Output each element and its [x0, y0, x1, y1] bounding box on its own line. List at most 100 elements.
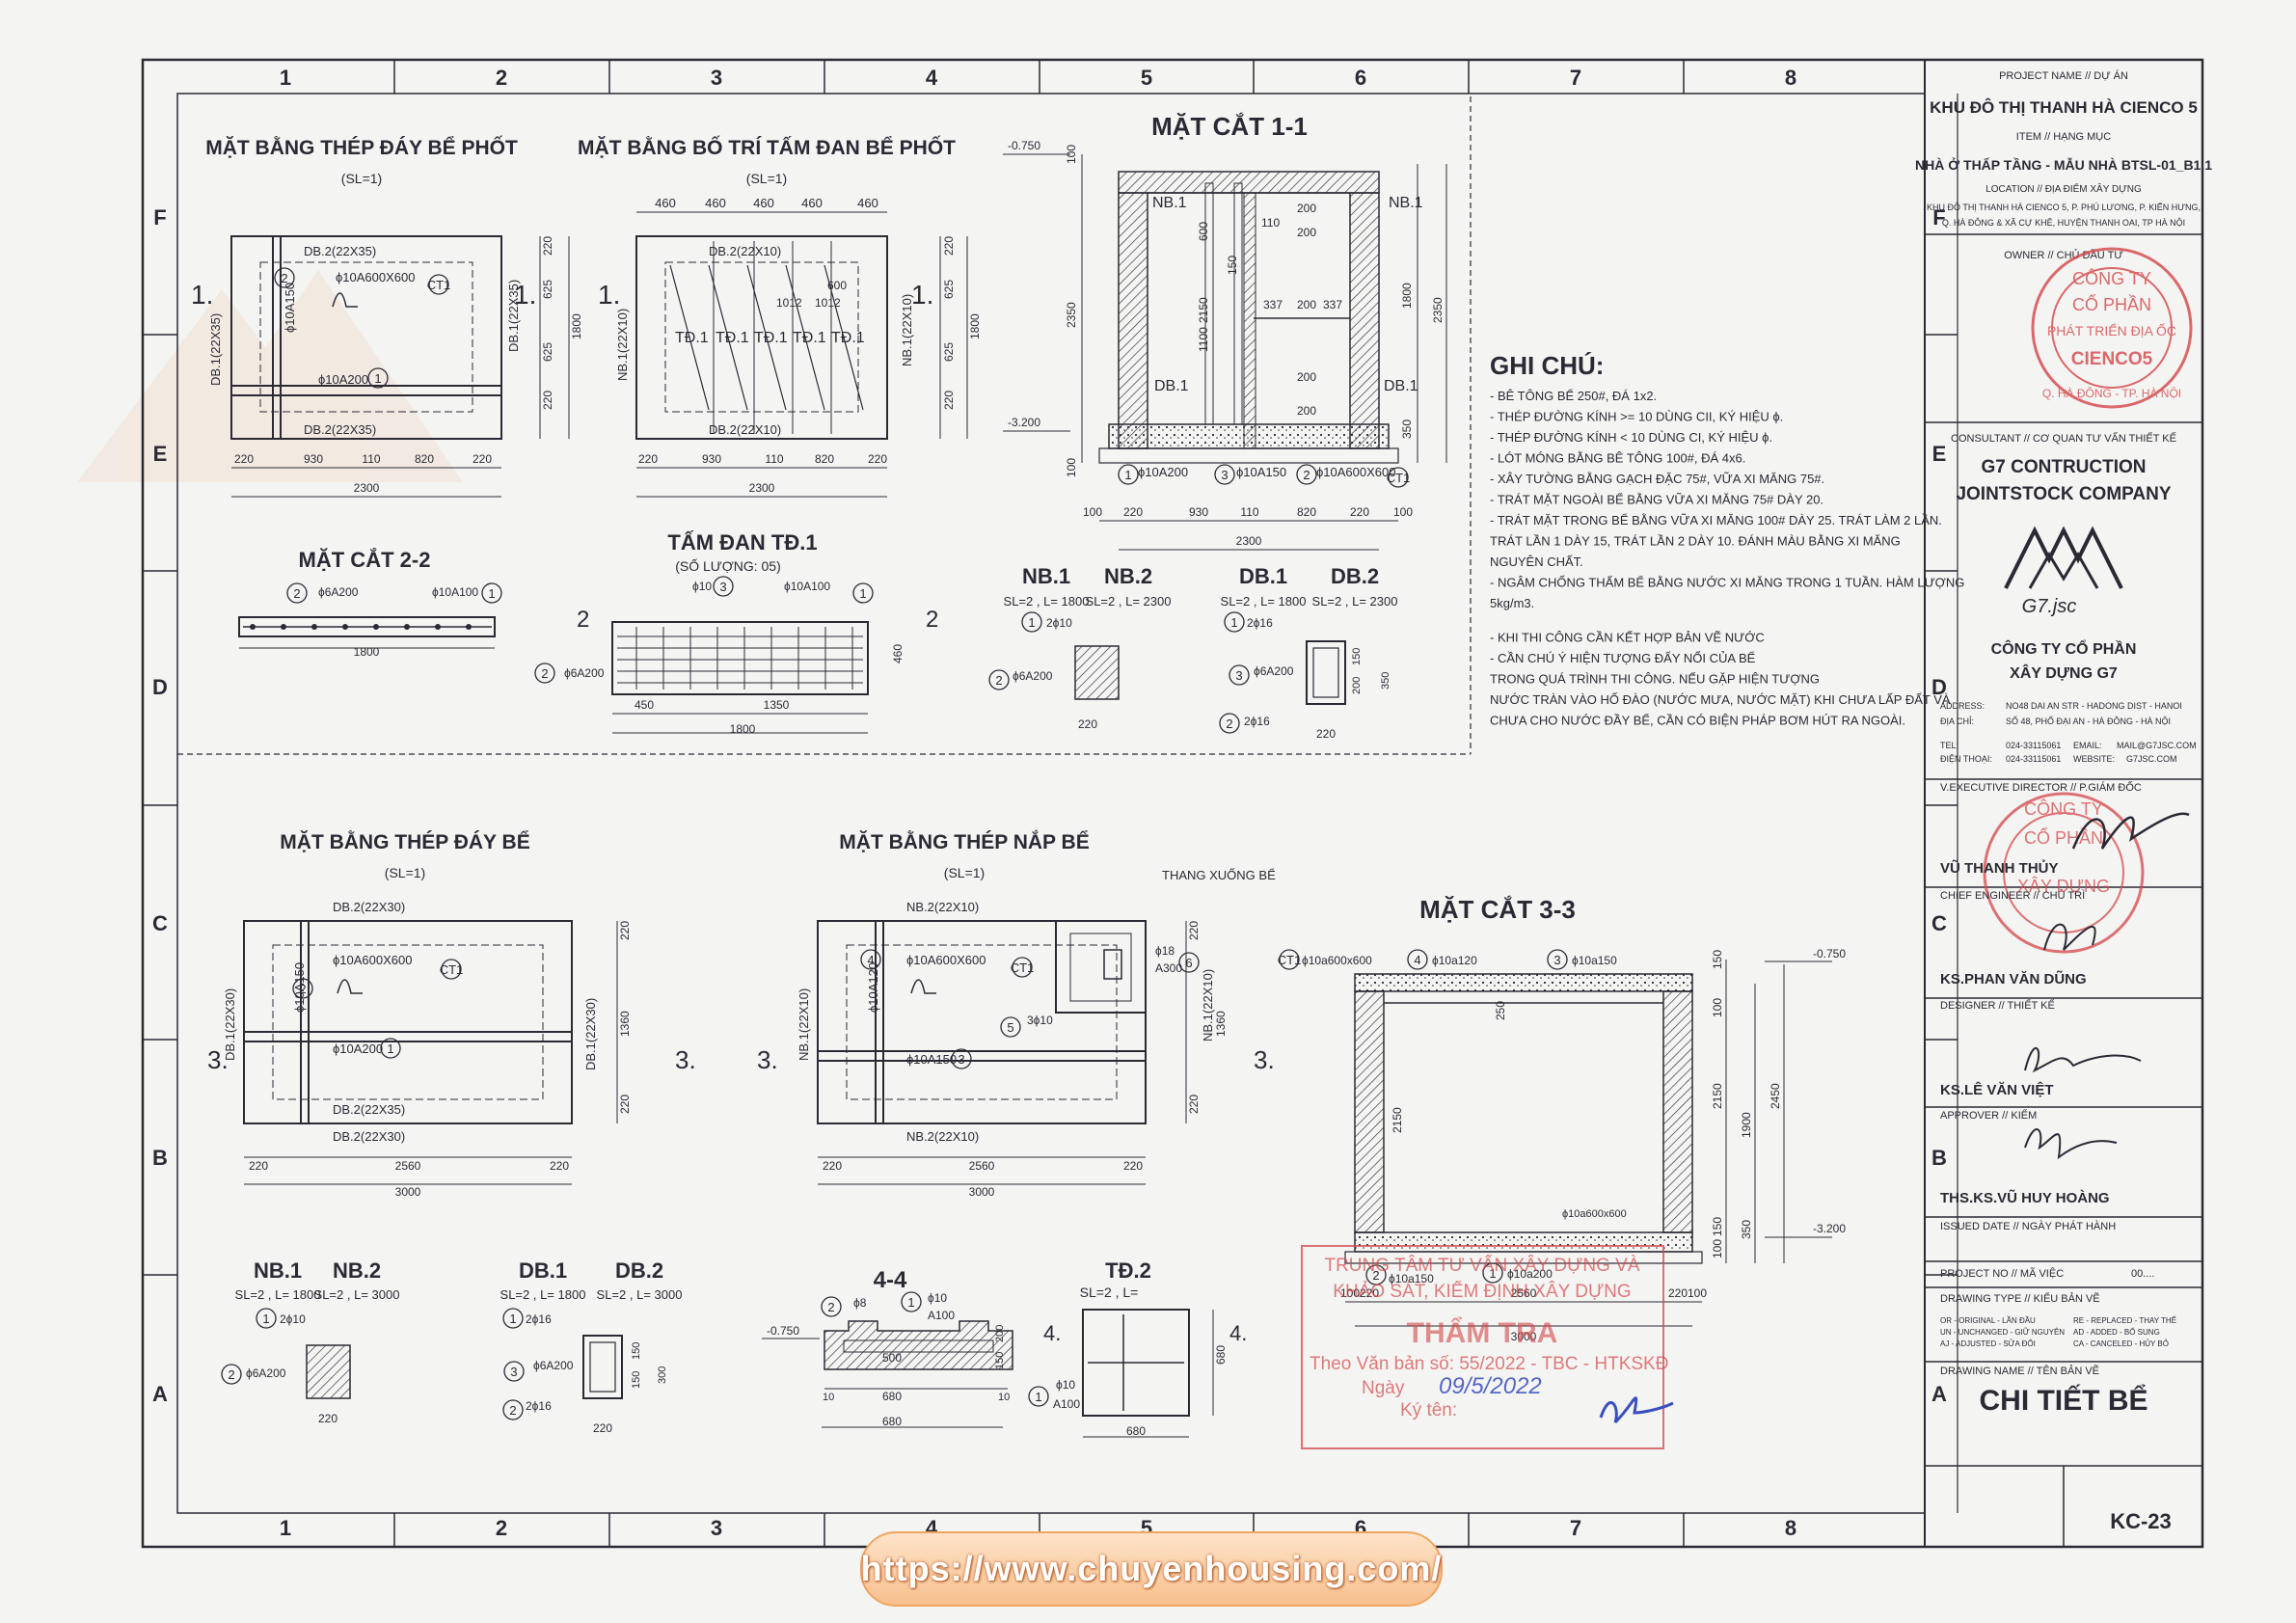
sheet-frame — [141, 58, 2204, 1549]
grid-row-right: A — [1931, 1382, 1947, 1406]
plan3-label: DB.2(22X30) — [333, 900, 405, 914]
s11-label: 200 — [1297, 404, 1316, 418]
s33-dim: 100 — [1688, 1286, 1707, 1300]
s44-dim: 10 — [823, 1392, 834, 1403]
bubble — [286, 582, 308, 604]
section22-title: MẶT CẮT 2-2 — [299, 548, 431, 572]
dtype-code: AD - ADDED - BỔ SUNG — [2073, 1328, 2160, 1337]
grid-row-left: A — [152, 1382, 168, 1406]
s33-dim: 220 — [1360, 1286, 1379, 1300]
note-line: - TRÁT MẶT TRONG BỂ BẰNG VỮA XI MĂNG 100… — [1490, 513, 1942, 527]
s33-dim: 150 — [1711, 1217, 1724, 1236]
stamp-signature — [1599, 1396, 1674, 1424]
director-signature — [2071, 812, 2190, 850]
plan2-label: 600 — [827, 279, 847, 292]
plan2-label: 1012 — [776, 296, 802, 310]
plan2-dim: 1800 — [968, 313, 982, 339]
rebar-mark: 3 — [510, 1365, 517, 1379]
plan3-label: DB.2(22X35) — [333, 1102, 405, 1117]
beam-dim: 200 — [1351, 677, 1363, 694]
top-zone-border — [177, 96, 1472, 755]
beam-label: 2ϕ10 — [1046, 616, 1072, 630]
section-cut: 4. — [1229, 1321, 1247, 1345]
rebar-mark: CT1 — [1278, 953, 1302, 967]
stamp-sign-label: Ký tên: — [1400, 1400, 1457, 1420]
plan4-label: NB.2(22X10) — [906, 1129, 979, 1144]
s33-dim: 100 — [1711, 1239, 1724, 1258]
plan2-dim: 460 — [655, 196, 676, 210]
s33-dim: 220 — [1668, 1286, 1688, 1300]
plan1-title: MẶT BẰNG THÉP ĐÁY BỂ PHỐT — [205, 136, 518, 159]
tb-web-label: WEBSITE: — [2073, 754, 2115, 764]
bottom-beam-sections: NB.1SL=2 , L= 1800 NB.2SL=2 , L= 3000 DB.1… — [221, 1258, 683, 1435]
grid-col-bottom: 8 — [1785, 1516, 1796, 1540]
grid-col-top: 3 — [711, 66, 722, 90]
plan3-label: DB.1(22X30) — [223, 988, 237, 1061]
url-watermark-text[interactable]: https://www.chuyenhousing.com/ — [860, 1549, 1443, 1588]
note-line: CHƯA CHO NƯỚC ĐẦY BỂ, CẦN CÓ BIỆN PHÁP B… — [1490, 714, 1905, 728]
grid-row-right: B — [1931, 1146, 1947, 1170]
beam-label: ϕ6A200 — [1013, 669, 1053, 683]
bubble — [367, 367, 389, 389]
plan4-label: ϕ10A120 — [866, 962, 880, 1013]
td2-title: TĐ.2 — [1105, 1258, 1151, 1283]
s11-label: 337 — [1263, 298, 1283, 311]
bubble — [821, 1296, 842, 1317]
s33-label: 250 — [1494, 1001, 1507, 1020]
plan-steel-bottom: MẶT BẰNG THÉP ĐÁY BỂ (SL=1) DB.2(22X30)D… — [207, 830, 696, 1199]
plan3-dim: 220 — [249, 1159, 268, 1173]
beam-label: 2ϕ16 — [1247, 616, 1273, 630]
plan1-scale: (SL=1) — [341, 171, 382, 186]
rebar-mark: 5 — [1007, 1020, 1013, 1035]
s11-label: DB.1 — [1384, 378, 1418, 394]
s11-label: 150 — [1226, 256, 1239, 275]
slab-mark: TĐ.1 — [675, 330, 709, 346]
plan2-dim: 220 — [638, 452, 658, 466]
plan2-dim: 220 — [868, 452, 887, 466]
tb-issued-label: ISSUED DATE // NGÀY PHÁT HÀNH — [1940, 1220, 2116, 1232]
beam-spec: SL=2 , L= 1800 — [235, 1287, 321, 1302]
slab-dim: 1350 — [764, 698, 790, 712]
plan3-dim: 1360 — [618, 1011, 632, 1037]
grid-row-right: C — [1931, 911, 1947, 935]
grid-col-top: 5 — [1141, 66, 1152, 90]
beam-name: DB.1 — [519, 1258, 567, 1283]
beam-name: NB.1 — [254, 1258, 302, 1283]
bubble — [1229, 664, 1250, 686]
s44-dim: 10 — [998, 1392, 1010, 1403]
grid-col-bottom: 7 — [1570, 1516, 1581, 1540]
plan-steel-septic-bottom: MẶT BẰNG THÉP ĐÁY BỂ PHỐT (SL=1) DB.2(22… — [191, 136, 583, 498]
plan2-dim: 460 — [801, 196, 823, 210]
bubble — [852, 582, 874, 604]
plan4-dim: 2560 — [969, 1159, 995, 1173]
beam-spec: SL=2 , L= 3000 — [597, 1287, 683, 1302]
beam-spec: SL=2 , L= 1800 — [1004, 594, 1090, 609]
s11-label: 600 — [1197, 222, 1210, 241]
rebar-dot — [250, 624, 256, 630]
rebar-mark: 1 — [1028, 615, 1035, 630]
s33-label: ϕ10a150 — [1572, 954, 1617, 967]
plan1-dim: 110 — [362, 452, 380, 466]
stamp-doc: Theo Văn bản số: 55/2022 - TBC - HTKSKĐ — [1310, 1354, 1668, 1374]
tb-designer: KS.LÊ VĂN VIỆT — [1940, 1081, 2054, 1098]
bubble — [481, 582, 502, 604]
beam-name: DB.1 — [1239, 564, 1287, 588]
section-cut: 2 — [926, 607, 938, 633]
url-watermark-banner[interactable]: https://www.chuyenhousing.com/ — [860, 1531, 1443, 1607]
beam-name: NB.2 — [333, 1258, 381, 1283]
grid-col-top: 6 — [1355, 66, 1366, 90]
note-line: NGUYÊN CHẤT. — [1490, 555, 1583, 569]
beam-label: 2ϕ16 — [1244, 715, 1270, 728]
tb-company1: CÔNG TY CỔ PHẦN — [1991, 639, 2137, 658]
grid-col-bottom: 2 — [496, 1516, 507, 1540]
plan1-label: DB.2(22X35) — [304, 422, 376, 437]
plan4-title: MẶT BẰNG THÉP NẮP BỂ — [839, 830, 1089, 853]
plan2-dim: 460 — [753, 196, 774, 210]
plan1-dim: 625 — [541, 280, 554, 299]
title-block: PROJECT NAME // DỰ ÁN KHU ĐÔ THỊ THANH H… — [1915, 69, 2212, 1547]
slab-label: ϕ6A200 — [564, 666, 605, 680]
tb-dtype-label: DRAWING TYPE // KIỂU BẢN VẼ — [1940, 1292, 2100, 1305]
slab-dim: 460 — [891, 644, 905, 663]
grid-row-left: D — [152, 675, 168, 699]
